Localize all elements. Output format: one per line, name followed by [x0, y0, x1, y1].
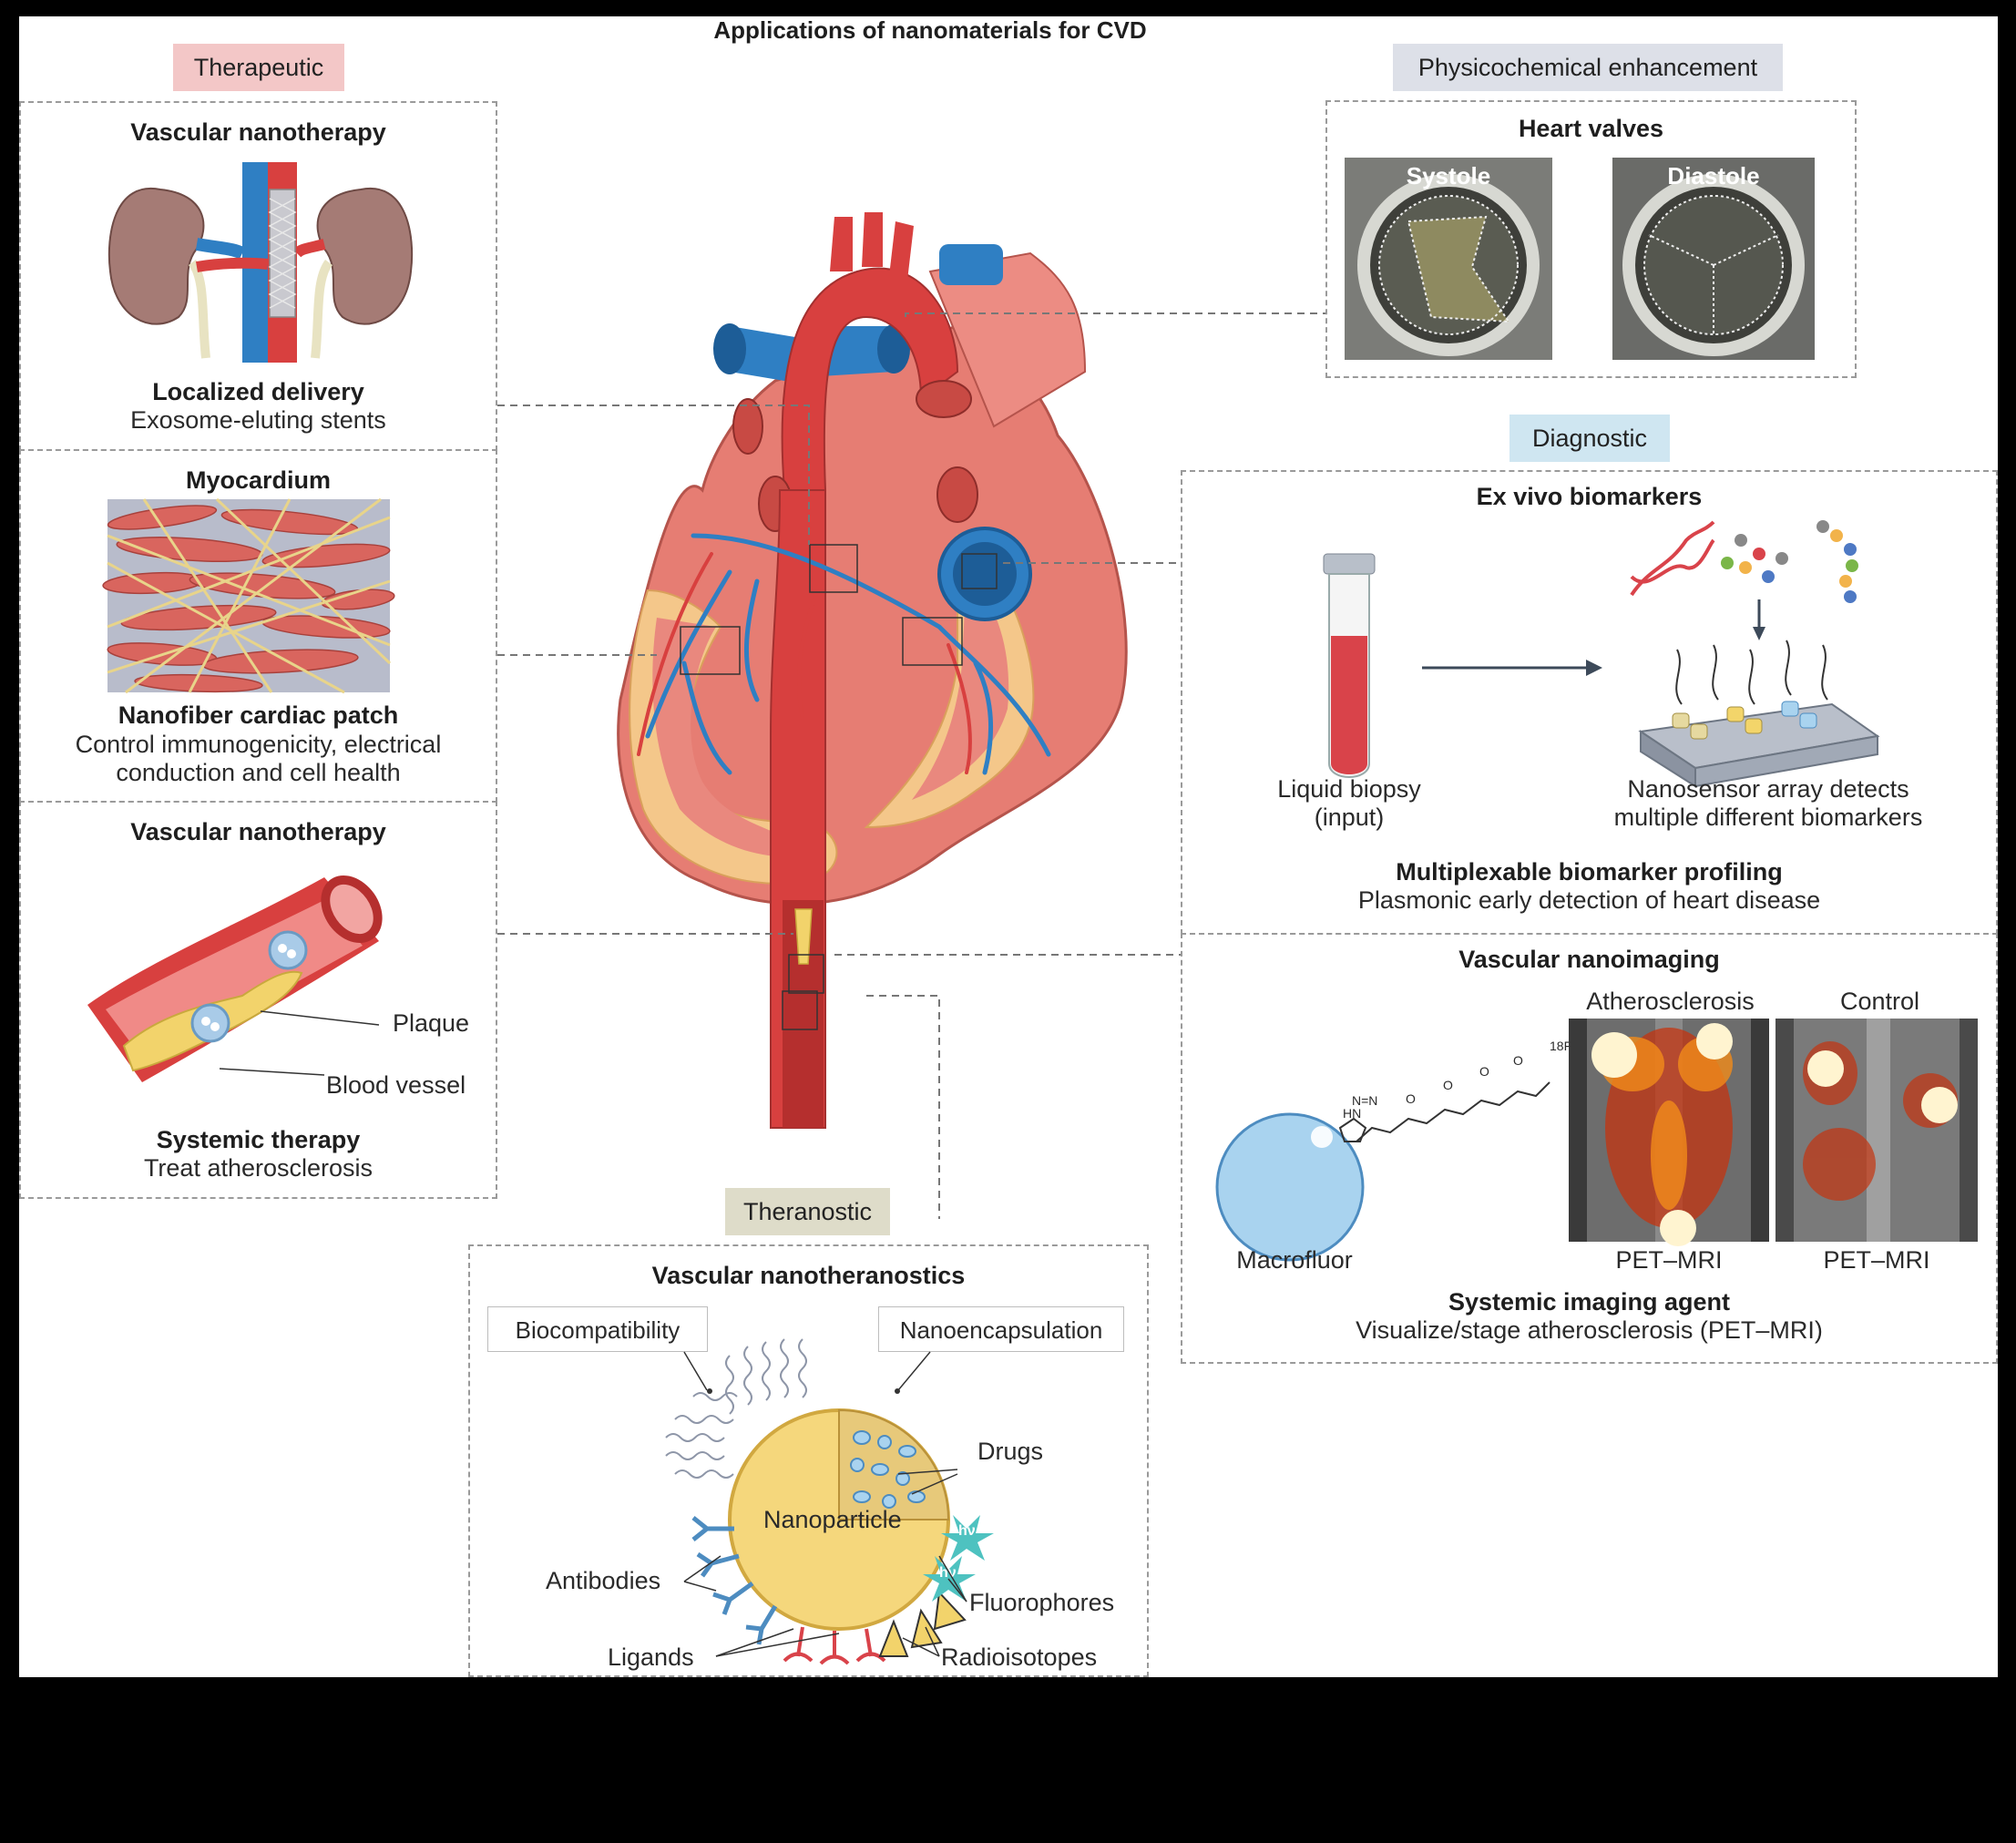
chem-o3-label: O [1479, 1064, 1489, 1079]
chem-hn-label: HN [1343, 1106, 1362, 1121]
theranostics-heading: Vascular nanotheranostics [651, 1262, 966, 1289]
biomarker-caption-bold: Multiplexable biomarker profiling [1396, 858, 1783, 886]
superior-vena-cava [939, 244, 1003, 285]
chem-o4-label: O [1513, 1053, 1523, 1068]
zoom-box-biomarker [902, 617, 963, 666]
diastole-label: Diastole [1667, 162, 1760, 189]
pet-mri-control-image [1776, 1019, 1978, 1242]
fluorophores [923, 1515, 994, 1602]
chem-o1-label: O [1406, 1091, 1416, 1106]
fluorophores-label: Fluorophores [969, 1589, 1115, 1616]
biocompatibility-box: Biocompatibility [487, 1306, 708, 1352]
nanosensor-label-line2: multiple different biomarkers [1613, 804, 1923, 831]
zoom-box-plaque2 [782, 990, 818, 1030]
liquid-biopsy-label-line1: Liquid biopsy [1277, 775, 1421, 803]
nanosensor-array-illustration [1630, 520, 1880, 788]
hv-label-1: hν [958, 1523, 976, 1539]
zoom-box-valve [961, 553, 998, 589]
imaging-caption-bold: Systemic imaging agent [1448, 1288, 1731, 1316]
theranostic-leaders [683, 1351, 967, 1657]
macrofluor-label: Macrofluor [1236, 1246, 1353, 1274]
aortic-arch [781, 267, 959, 491]
chem-nn-label: N=N [1352, 1093, 1378, 1108]
pet-mri-caption-1: PET–MRI [1615, 1246, 1723, 1274]
imaging-caption: Visualize/stage atherosclerosis (PET–MRI… [1356, 1316, 1823, 1344]
theranostics-panel [468, 1244, 1149, 1677]
physicochemical-section-label: Physicochemical enhancement [1393, 44, 1783, 91]
kidney-stent-illustration [107, 162, 414, 363]
left-kidney [107, 187, 205, 325]
panel2-caption-line2: conduction and cell health [116, 759, 401, 786]
panel1-heading: Vascular nanotherapy [130, 118, 386, 146]
atherosclerosis-title: Atherosclerosis [1586, 988, 1755, 1015]
liquid-biopsy-label-line2: (input) [1314, 804, 1385, 831]
nanoparticle-center-label: Nanoparticle [763, 1506, 902, 1533]
zoom-box-plaque1 [788, 954, 824, 994]
pet-mri-caption-2: PET–MRI [1823, 1246, 1930, 1274]
macrofluor-illustration [1215, 1081, 1550, 1262]
zoom-box-myocardium [680, 626, 741, 675]
panel1-caption-bold: Localized delivery [152, 378, 364, 405]
valve-systole-image [1345, 158, 1552, 360]
arrow-biopsy-to-sensor [1422, 660, 1602, 676]
aorta-plaque [794, 908, 813, 965]
nanoencapsulation-box: Nanoencapsulation [878, 1306, 1124, 1352]
biomarker-molecules [1721, 520, 1858, 603]
biomarker-caption: Plasmonic early detection of heart disea… [1357, 886, 1821, 914]
ligands-label: Ligands [608, 1643, 694, 1671]
nanoparticle-1 [268, 930, 308, 970]
macrofluor-sphere [1215, 1112, 1365, 1262]
vascular-nanoimaging-panel [1181, 933, 1998, 1364]
ex-vivo-heading: Ex vivo biomarkers [1476, 483, 1703, 510]
therapeutic-section-label: Therapeutic [173, 44, 344, 91]
antibodies [691, 1516, 778, 1645]
valve-diastole-image [1612, 158, 1815, 360]
nanoparticle-illustration [665, 1338, 994, 1665]
zoom-box-stent [809, 544, 858, 593]
peg-chains [665, 1338, 807, 1479]
control-title: Control [1839, 988, 1920, 1015]
drugs-label: Drugs [977, 1438, 1044, 1465]
ligands [783, 1626, 886, 1665]
diagnostic-section-label: Diagnostic [1509, 415, 1670, 462]
panel3-caption-bold: Systemic therapy [156, 1126, 361, 1153]
pet-mri-atherosclerosis-image [1569, 1019, 1769, 1246]
nanoimaging-heading: Vascular nanoimaging [1458, 946, 1720, 973]
figure-title: Applications of nanomaterials for CVD [713, 16, 1147, 44]
panel3-caption: Treat atherosclerosis [143, 1154, 374, 1182]
heart-valves-panel [1325, 100, 1857, 378]
systole-label: Systole [1406, 162, 1491, 189]
chem-f18-label: 18F [1550, 1039, 1572, 1053]
systemic-therapy-panel [19, 801, 497, 1199]
nanoparticle-2 [190, 1003, 230, 1043]
plaque-label: Plaque [393, 1009, 470, 1037]
nanosensor-label-line1: Nanosensor array detects [1627, 775, 1909, 803]
nanofiber-patch-illustration [102, 497, 395, 694]
antibodies-label: Antibodies [546, 1567, 661, 1594]
theranostic-section-label: Theranostic [725, 1188, 890, 1235]
panel3-heading: Vascular nanotherapy [130, 818, 386, 845]
panel1-caption: Exosome-eluting stents [130, 406, 386, 434]
radioisotopes-label: Radioisotopes [941, 1643, 1098, 1671]
liquid-biopsy-tube [1323, 553, 1376, 778]
panel2-caption-line1: Control immunogenicity, electrical [75, 731, 442, 758]
panel2-caption-bold: Nanofiber cardiac patch [118, 701, 399, 729]
right-kidney [316, 187, 414, 325]
blood-vessel-plaque-illustration [87, 875, 383, 1082]
leader-lines [497, 312, 1325, 1219]
figure-canvas: Applications of nanomaterials for CVD Th… [19, 16, 1998, 1677]
stent [268, 189, 297, 318]
panel2-heading: Myocardium [185, 466, 332, 494]
heart-illustration [617, 212, 1128, 1129]
chem-o2-label: O [1443, 1078, 1453, 1092]
heart-valves-heading: Heart valves [1518, 115, 1664, 142]
blood-vessel-label: Blood vessel [326, 1071, 466, 1099]
